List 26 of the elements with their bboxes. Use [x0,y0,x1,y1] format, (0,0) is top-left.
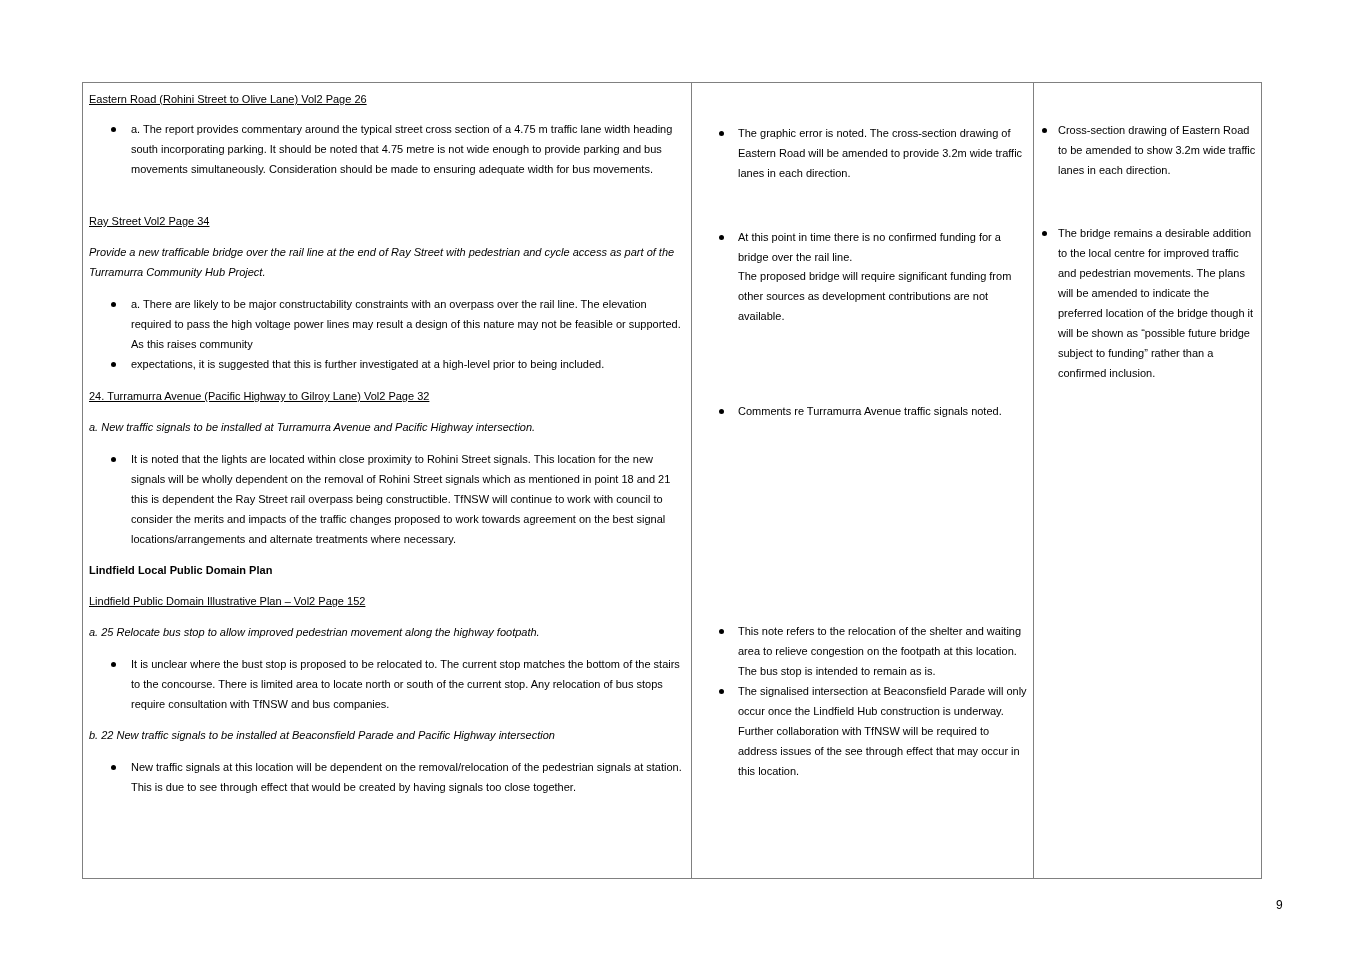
paragraph: Eastern Road (Rohini Street to Olive Lane) Vol2 Page 26 [89,92,368,107]
paragraph: Provide a new trafficable bridge over the rail line at the end of Ray Street with pedestrian and cycle access as part of the Turramurra Community Hub Project. [89,245,676,280]
paragraph: Cross-section drawing of Eastern Road to be amended to show 3.2m wide traffic lanes in each direction. [1058,123,1256,178]
paragraph: New traffic signals at this location will be dependent on the removal/relocation of the pedestrian signals at station. This is due to see through effect that would be created by having signals too close together. [131,760,683,795]
paragraph: expectations, it is suggested that this is further investigated at a high-level prior to being included. [131,357,606,372]
table-cell [691,82,1034,879]
paragraph: The graphic error is noted. The cross-section drawing of Eastern Road will be amended to provide 3.2m wide traffic lanes in each direction. [738,126,1024,181]
paragraph: Lindfield Public Domain Illustrative Plan – Vol2 Page 152 [89,594,367,609]
paragraph: a. The report provides commentary around the typical street cross section of a 4.75 m traffic lane width heading south incorporating parking. It should be noted that 4.75 metre is not wide enough to provide parking and bus movements simultaneously. Consideration should be made to ensuring adequate width for bus movements. [131,122,674,177]
paragraph: It is unclear where the bust stop is proposed to be relocated to. The current stop matches the bottom of the stairs to the concourse. There is limited area to locate north or south of the current stop. Any relocation of bus stops require consultation with TfNSW and bus companies. [131,657,681,712]
paragraph: It is noted that the lights are located within close proximity to Rohini Street signals. This location for the new signals will be wholly dependent on the removal of Rohini Street signals which as mentioned in point 18 and 21 this is dependent the Ray Street rail overpass being constructible. TfNSW will continue to work with council to consider the merits and impacts of the traffic changes proposed to work towards agreement on the best signal locations/arrangements and alternate treatments where necessary. [131,452,672,547]
paragraph: The proposed bridge will require significant funding from other sources as development contributions are not available. [738,269,1013,324]
paragraph: a. 25 Relocate bus stop to allow improved pedestrian movement along the highway footpath. [89,625,541,640]
paragraph: Lindfield Local Public Domain Plan [89,563,274,578]
page-number: 9 [1276,897,1283,914]
paragraph: The signalised intersection at Beaconsfield Parade will only occur once the Lindfield Hub construction is underway. Further collaboration with TfNSW will be required to address issues of the see through effect that may occur in this location. [738,684,1028,779]
paragraph: This note refers to the relocation of the shelter and waiting area to relieve congestion on the footpath at this location. The bus stop is intended to remain as is. [738,624,1023,679]
paragraph: Ray Street Vol2 Page 34 [89,214,211,229]
paragraph: a. New traffic signals to be installed at Turramurra Avenue and Pacific Highway intersection. [89,420,537,435]
paragraph: b. 22 New traffic signals to be installed at Beaconsfield Parade and Pacific Highway intersection [89,728,556,743]
paragraph: 24. Turramurra Avenue (Pacific Highway to Gilroy Lane) Vol2 Page 32 [89,389,431,404]
paragraph: The bridge remains a desirable addition to the local centre for improved traffic and pedestrian movements. The plans will be amended to indicate the preferred location of the bridge though it will be shown as “possible future bridge subject to funding” rather than a confirmed inclusion. [1058,226,1255,381]
table-cell [1034,82,1262,879]
table-cell [82,82,692,879]
paragraph: Comments re Turramurra Avenue traffic signals noted. [738,404,1003,419]
paragraph: At this point in time there is no confirmed funding for a bridge over the rail line. [738,230,1002,265]
